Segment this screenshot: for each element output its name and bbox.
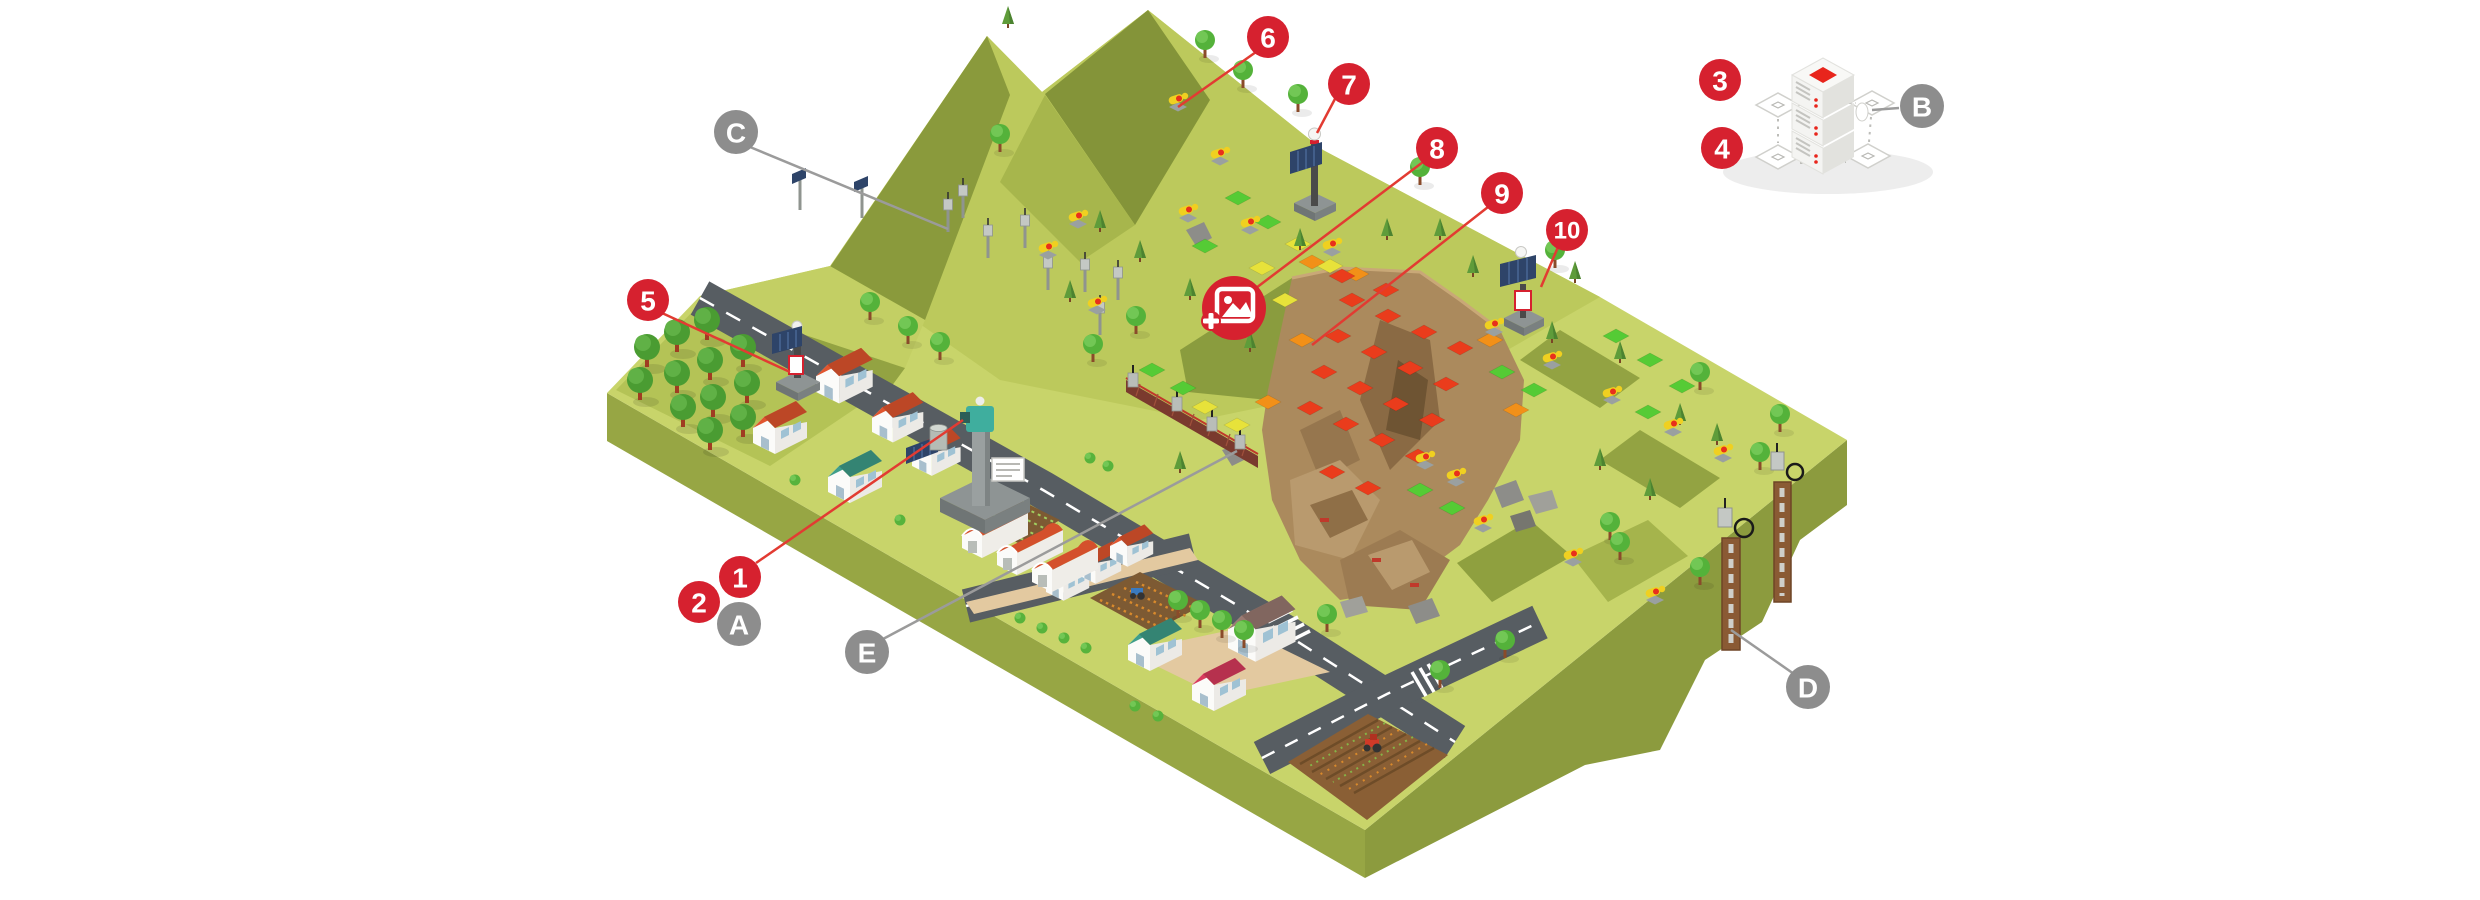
callout-badges: A 1 2 3 4 5 6 7 [627, 16, 1944, 709]
leader-line-10 [1539, 246, 1560, 288]
server-tower [1790, 57, 1869, 175]
svg-text:3: 3 [1712, 66, 1728, 97]
svg-text:A: A [729, 610, 749, 641]
badge-1: 1 [719, 556, 761, 598]
svg-text:C: C [726, 118, 746, 149]
badge-5: 5 [627, 279, 669, 321]
leader-line-5 [661, 311, 791, 374]
badge-d: D [1786, 665, 1830, 709]
svg-text:2: 2 [691, 588, 707, 619]
svg-text:1: 1 [732, 563, 748, 594]
leader-line-c [749, 145, 949, 231]
tractor-blue [1130, 588, 1145, 600]
badge-8: 8 [1416, 127, 1458, 169]
total-station [929, 396, 1030, 534]
gnss-masts [790, 166, 870, 220]
badge-a: A [717, 602, 761, 646]
siren-station [772, 320, 820, 401]
solar-warning-station [1500, 246, 1544, 336]
leader-line-b [1871, 106, 1900, 112]
warning-mast [1290, 127, 1336, 221]
leader-line-7 [1315, 96, 1338, 134]
svg-text:4: 4 [1714, 134, 1730, 165]
badge-c: C [714, 110, 758, 154]
badge-4: 4 [1701, 127, 1743, 169]
svg-text:D: D [1798, 673, 1818, 704]
svg-text:7: 7 [1341, 70, 1357, 101]
terrain-side-left [607, 393, 1365, 878]
leader-line-d [1730, 628, 1795, 676]
village [616, 281, 1548, 820]
svg-text:5: 5 [640, 286, 656, 317]
leader-line-6 [1177, 50, 1257, 109]
leader-line-e [882, 449, 1238, 641]
svg-text:6: 6 [1260, 23, 1276, 54]
leader-lines [661, 50, 1900, 676]
badge-7: 7 [1328, 63, 1370, 105]
badge-10: 10 [1546, 209, 1588, 251]
debris-rocks [1222, 444, 1558, 624]
badge-e: E [845, 630, 889, 674]
server-stack [1723, 57, 1933, 194]
tractor-red [1363, 734, 1382, 753]
borehole-inclinometers [1717, 443, 1805, 651]
badge-9: 9 [1481, 172, 1523, 214]
plowed-field [1288, 714, 1448, 820]
photo-placeholder-icon [1201, 276, 1266, 340]
svg-text:9: 9 [1494, 179, 1510, 210]
badge-b: B [1900, 84, 1944, 128]
svg-text:8: 8 [1429, 134, 1445, 165]
wire-extensometer-fence [1125, 364, 1259, 468]
svg-text:E: E [858, 638, 877, 669]
badge-3: 3 [1699, 59, 1741, 101]
leader-line-1 [755, 418, 964, 565]
badge-2: 2 [678, 581, 720, 623]
svg-text:10: 10 [1554, 218, 1581, 245]
svg-text:B: B [1912, 92, 1932, 123]
leader-line-8 [1255, 161, 1424, 289]
leader-line-9 [1311, 206, 1489, 346]
badge-6: 6 [1247, 16, 1289, 58]
